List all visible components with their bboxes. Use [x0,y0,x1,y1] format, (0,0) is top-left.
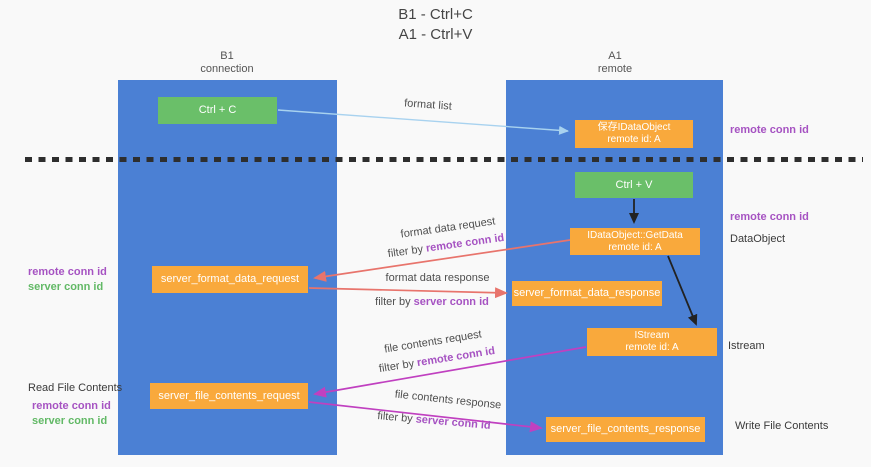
format-data-response-label: format data response [385,272,490,284]
left-lane-name: B1 [220,50,234,62]
save-dataobject-box: 保存IDataObject remote id: A [575,120,693,148]
diagram-title: B1 - Ctrl+C A1 - Ctrl+V [0,5,871,45]
format-list-label: format list [403,97,453,113]
save-dataobject-line1: 保存IDataObject [597,122,671,133]
getdata-line1: IDataObject::GetData [587,229,683,241]
server-conn-id-annotation-left: server conn id [28,281,104,293]
filter-by-text: filter by [375,296,414,308]
server-conn-id-text: server conn id [415,413,492,432]
remote-conn-id-annotation-left-2: remote conn id [32,400,111,412]
file-contents-response-label: file contents response [394,388,502,412]
istream-line2: remote id: A [625,342,679,353]
remote-conn-id-annotation-top: remote conn id [730,124,809,136]
server-conn-id-annotation-left-2: server conn id [32,415,108,427]
format-data-response-arrow [308,287,508,299]
dataobject-annotation: DataObject [730,233,786,245]
server-file-contents-request-label: server_file_contents_request [158,389,300,402]
istream-box: IStream remote id: A [587,328,717,356]
istream-annotation: Istream [728,340,765,352]
server-file-contents-request-box: server_file_contents_request [150,383,308,409]
phase-divider-line [25,157,863,162]
save-dataobject-line2: remote id: A [607,134,661,145]
server-format-data-request-box: server_format_data_request [152,266,308,293]
write-file-contents-annotation: Write File Contents [735,420,829,432]
server-format-data-response-label: server_format_data_response [513,287,661,299]
right-lane-role: remote [597,63,633,75]
getdata-box: IDataObject::GetData remote id: A [570,228,700,255]
server-file-contents-response-box: server_file_contents_response [546,417,705,442]
istream-line1: IStream [634,330,670,341]
server-conn-id-text: server conn id [413,296,489,308]
remote-conn-id-annotation-left: remote conn id [28,266,107,278]
filter-by-text: filter by [376,410,417,426]
filter-by-text: filter by [387,242,427,261]
getdata-line2: remote id: A [608,241,662,253]
remote-conn-id-annotation-mid: remote conn id [730,211,809,223]
title-line-2: A1 - Ctrl+V [398,26,473,43]
title-line-1: B1 - Ctrl+C [398,6,473,23]
server-format-data-request-label: server_format_data_request [160,273,300,285]
ctrl-v-label: Ctrl + V [615,178,653,191]
left-lane-role: connection [200,63,254,75]
left-lane-header: B1 connection [157,50,297,76]
ctrl-c-label: Ctrl + C [198,104,237,116]
server-format-data-response-box: server_format_data_response [512,281,662,306]
right-lane-header: A1 remote [545,50,685,76]
read-file-contents-annotation: Read File Contents [28,382,123,394]
server-file-contents-response-label: server_file_contents_response [550,423,701,435]
format-data-response-filter-label: filter by server conn id [370,296,494,308]
right-lane-name: A1 [608,50,622,62]
ctrl-c-box: Ctrl + C [158,97,277,124]
file-contents-response-filter-label: filter by server conn id [369,409,500,432]
ctrl-v-box: Ctrl + V [575,172,693,198]
filter-by-text: filter by [378,357,419,376]
